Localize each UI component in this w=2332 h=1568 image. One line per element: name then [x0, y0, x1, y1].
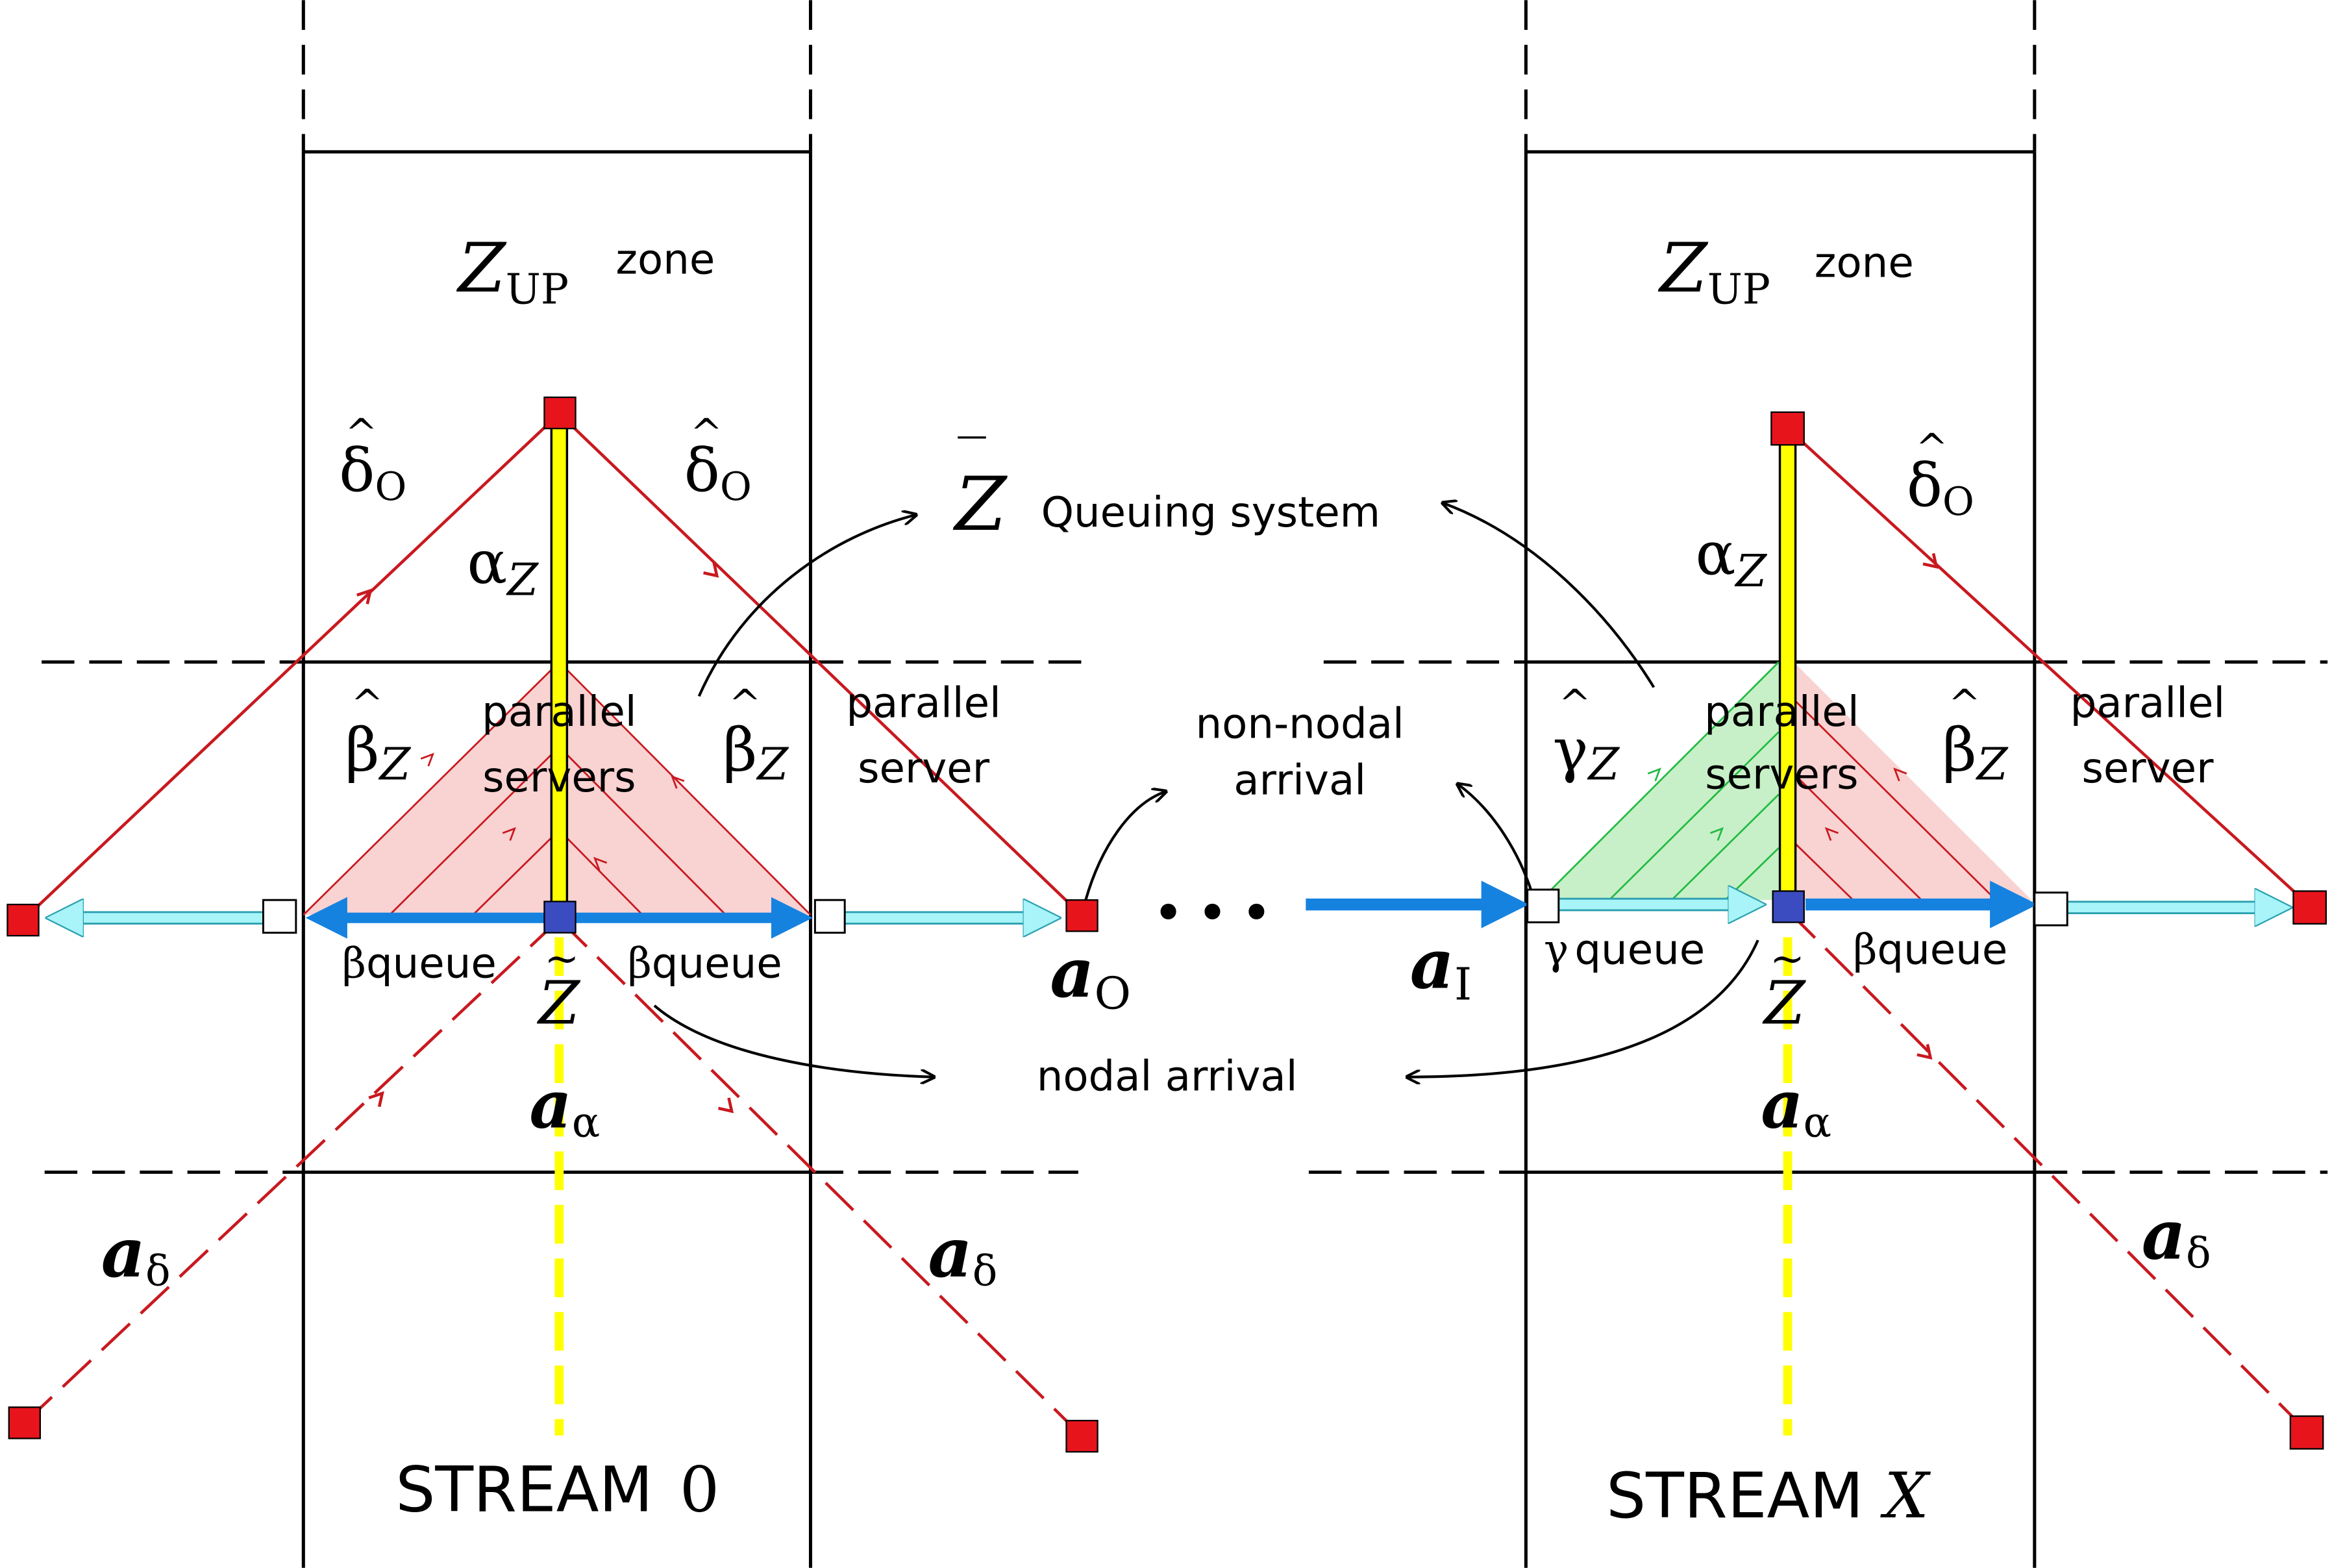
left-delta-right-hat: ^ [690, 411, 723, 456]
right-stream: ZUP zone ^ δO αZ ^ γZ ^ βZ parallel serv… [1306, 228, 2327, 1532]
left-parallel-server-line2: server [858, 744, 990, 793]
left-outbound-line-left [23, 412, 560, 921]
left-beta-left-hat: ^ [351, 682, 384, 727]
left-top-node [543, 396, 577, 430]
right-white-node-left [1526, 888, 1560, 924]
right-beta-hat: ^ [1948, 682, 1981, 727]
queuing-system-label: Queuing system [1041, 488, 1381, 537]
right-beta-label: βZ [1942, 716, 2009, 791]
left-ztilde-label: Z [536, 968, 580, 1038]
right-delta-label: δO [1907, 451, 1974, 525]
right-inbound-dashed [1786, 909, 2309, 1434]
pointer-arrows [653, 503, 1759, 1077]
left-outflow-node-right [1065, 899, 1098, 932]
left-white-node-left [262, 899, 297, 934]
left-outflow-node-left [6, 903, 40, 937]
pointer-left-to-nodal [653, 1004, 934, 1077]
right-parallel-server-line1: parallel [2070, 678, 2226, 727]
pointer-left-to-queuing [697, 515, 916, 697]
left-parallel-server-line1: parallel [846, 678, 1001, 727]
left-parallel-servers-line2: servers [482, 753, 636, 802]
left-parallel-servers-line1: parallel [482, 688, 637, 736]
left-delta-left-hat: ^ [345, 411, 377, 456]
left-stream: ZUP zone ^ δO ^ δO αZ ^ βZ ^ βZ parallel… [6, 228, 1131, 1526]
right-gamma-label: γZ [1553, 716, 1620, 791]
non-nodal-line2: arrival [1234, 756, 1366, 805]
right-a-delta-label: aδ [2142, 1194, 2211, 1278]
left-ztilde-mark: ~ [544, 934, 579, 983]
grid-lines [42, 0, 2328, 1568]
right-top-node [1770, 411, 1805, 446]
right-ztilde-mark: ~ [1770, 934, 1805, 983]
right-gamma-flow-lines [1540, 661, 1780, 901]
ellipsis: • • • [1154, 888, 1271, 940]
left-a-delta-left-label: aδ [101, 1212, 171, 1296]
right-delta-hat: ^ [1916, 426, 1948, 471]
left-beta-right-hat: ^ [729, 682, 762, 727]
nodal-arrival-label: nodal arrival [1037, 1052, 1298, 1101]
right-red-lines [1786, 427, 2309, 1434]
right-alpha-label: αZ [1696, 519, 1768, 597]
left-inflow-node-right [1065, 1419, 1098, 1453]
left-a-alpha-label: aα [530, 1066, 601, 1147]
right-beta-flow-lines [1792, 698, 1997, 901]
right-gamma-hat: ^ [1559, 682, 1591, 727]
non-nodal-line1: non-nodal [1195, 699, 1404, 748]
left-zone-label: ZUP [456, 228, 569, 314]
left-beta-left-label: βZ [345, 716, 411, 791]
left-beta-right-label: βZ [723, 716, 789, 791]
left-red-lines [23, 412, 1083, 1437]
left-inbound-dashed-left [23, 918, 560, 1425]
middle-annotations: ‾ Z Queuing system non-nodal arrival • •… [653, 427, 1759, 1101]
left-inbound-dashed-right [558, 918, 1083, 1437]
right-outbound-line [1787, 427, 2309, 906]
left-beta-queue-right: βqueue [628, 939, 782, 988]
right-parallel-server-line2: server [2081, 744, 2214, 793]
right-center-node [1772, 890, 1805, 923]
right-beta-triangle [1793, 662, 2032, 901]
left-outbound-line-right [558, 412, 1083, 916]
right-parallel-servers-line1: parallel [1704, 688, 1859, 736]
pointer-right-to-queuing [1443, 503, 1656, 688]
right-a-alpha-label: aα [1761, 1066, 1831, 1147]
left-white-node-right [813, 899, 846, 934]
pointer-ai-to-nonnodal [1458, 784, 1533, 893]
left-a-delta-right-label: aδ [928, 1212, 997, 1296]
pointer-ao-to-nonnodal [1084, 791, 1166, 901]
left-inflow-node-left [8, 1406, 41, 1439]
left-beta-queue-left: βqueue [342, 939, 497, 988]
right-ztilde-label: Z [1762, 968, 1806, 1038]
right-outflow-node [2292, 890, 2327, 925]
pointer-right-to-nodal [1407, 940, 1759, 1077]
left-zone-word: zone [615, 236, 715, 284]
right-zone-label: ZUP [1658, 228, 1770, 314]
left-center-node [543, 901, 577, 934]
zbar-bar: ‾ [958, 427, 986, 493]
left-delta-right-label: δO [684, 436, 752, 510]
right-beta-queue-label: βqueue [1853, 926, 2007, 975]
left-a-o-label: aO [1050, 932, 1131, 1019]
left-triangle-flow-lines [303, 661, 812, 916]
right-inflow-node [2289, 1415, 2324, 1450]
right-zone-word: zone [1815, 238, 1914, 287]
right-parallel-servers-line2: servers [1705, 750, 1858, 799]
right-a-i-label: aI [1410, 923, 1472, 1010]
left-delta-left-label: δO [339, 436, 406, 510]
right-white-node-right [2033, 891, 2068, 927]
zbar-label: Z [953, 462, 1008, 548]
left-alpha-label: αZ [467, 528, 539, 606]
